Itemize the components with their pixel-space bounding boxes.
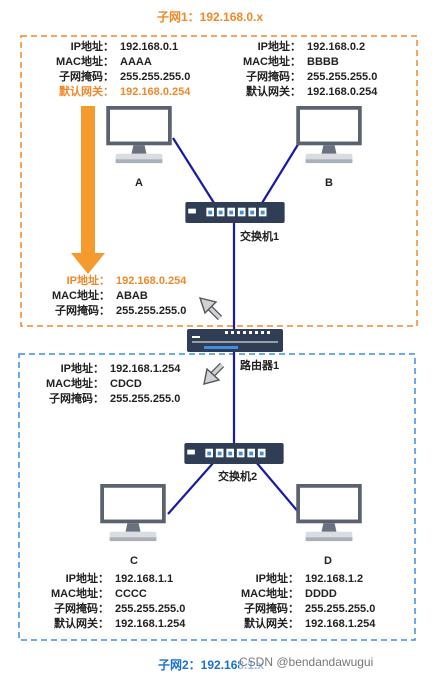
host-c-ip-label: IP地址： <box>65 573 109 585</box>
host-c-gw: 192.168.1.254 <box>115 618 186 630</box>
router-if1-ip: 192.168.0.254 <box>116 275 187 287</box>
host-c-mask-label: 子网掩码： <box>54 603 109 615</box>
gateway-arrow <box>71 106 105 274</box>
host-d-mask-label: 子网掩码： <box>244 603 299 615</box>
router-if2-arrow <box>203 362 225 385</box>
host-b-mask-label: 子网掩码： <box>246 71 301 83</box>
host-d-mac: DDDD <box>305 588 337 600</box>
host-b-info: IP地址： 192.168.0.2 MAC地址： BBBB 子网掩码： 255.255… <box>235 41 377 99</box>
host-d-name: D <box>324 555 332 567</box>
host-c-name: C <box>130 555 138 567</box>
router-if2-info: IP地址： 192.168.1.254 MAC地址： CDCD 子网掩码： 255.2… <box>38 363 180 406</box>
host-d-mac-label: MAC地址： <box>240 588 299 600</box>
host-d-mask: 255.255.255.0 <box>305 603 376 615</box>
host-b-mac-label: MAC地址： <box>242 56 301 68</box>
subnet1-title: 子网1：192.168.0.x <box>157 10 264 24</box>
router-if1-mask: 255.255.255.0 <box>116 305 187 317</box>
link-a-switch1 <box>172 137 215 204</box>
pc-b-icon <box>296 106 362 164</box>
router-if2-mac-label: MAC地址： <box>45 378 104 390</box>
router-if2-ip-label: IP地址： <box>60 363 104 375</box>
router-if1-mac-label: MAC地址： <box>51 290 110 302</box>
host-d-gw-label: 默认网关： <box>244 618 299 630</box>
host-a-name: A <box>135 177 143 189</box>
subnet2-boundary <box>18 353 416 641</box>
host-b-mac: BBBB <box>307 56 339 68</box>
router-if2-mac: CDCD <box>110 378 142 390</box>
watermark: CSDN @bendandawugui <box>239 655 374 669</box>
host-c-mac: CCCC <box>115 588 147 600</box>
host-b-gw-label: 默认网关： <box>246 86 301 98</box>
host-a-mac-label: MAC地址： <box>55 56 114 68</box>
host-a-mask-label: 子网掩码： <box>59 71 114 83</box>
host-a-info: IP地址： 192.168.0.1 MAC地址： AAAA 子网掩码： 255.255… <box>46 41 190 99</box>
router-if1-info: IP地址： 192.168.0.254 MAC地址： ABAB 子网掩码： 255.2… <box>44 275 186 318</box>
switch2-name: 交换机2 <box>218 471 258 483</box>
router-if1-mac: ABAB <box>116 290 148 302</box>
host-c-gw-label: 默认网关： <box>54 618 109 630</box>
host-c-ip: 192.168.1.1 <box>115 573 174 585</box>
subnet1-boundary <box>20 35 418 327</box>
pc-a-icon <box>106 106 172 164</box>
host-b-mask: 255.255.255.0 <box>307 71 378 83</box>
host-d-info: IP地址： 192.168.1.2 MAC地址： DDDD 子网掩码： 255.255… <box>233 573 375 631</box>
link-b-switch1 <box>261 137 303 204</box>
host-d-gw: 192.168.1.254 <box>305 618 376 630</box>
router-if2-mask: 255.255.255.0 <box>110 393 181 405</box>
host-b-gw: 192.168.0.254 <box>307 86 378 98</box>
host-a-ip-label: IP地址： <box>70 41 114 53</box>
switch1-icon <box>185 202 285 223</box>
link-c-switch2 <box>167 461 215 515</box>
host-b-ip-label: IP地址： <box>257 41 301 53</box>
host-c-mask: 255.255.255.0 <box>115 603 186 615</box>
host-d-ip-label: IP地址： <box>255 573 299 585</box>
host-b-name: B <box>325 177 333 189</box>
host-a-ip: 192.168.0.1 <box>120 41 179 53</box>
router-name: 路由器1 <box>240 360 280 372</box>
router-if2-mask-label: 子网掩码： <box>49 393 104 405</box>
host-b-ip: 192.168.0.2 <box>307 41 366 53</box>
pc-d-icon <box>296 484 362 542</box>
router-icon <box>187 329 283 352</box>
link-d-switch2 <box>255 461 301 515</box>
host-a-gw: 192.168.0.254 <box>120 86 191 98</box>
host-a-gw-label: 默认网关： <box>59 86 114 98</box>
router-if1-arrow <box>198 297 223 321</box>
host-a-mask: 255.255.255.0 <box>120 71 191 83</box>
switch2-icon <box>184 443 284 464</box>
host-d-ip: 192.168.1.2 <box>305 573 364 585</box>
subnet2-title: 子网2：192.168.1.x <box>158 658 265 672</box>
host-a-mac: AAAA <box>120 56 152 68</box>
switch1-name: 交换机1 <box>240 231 280 243</box>
host-c-mac-label: MAC地址： <box>50 588 109 600</box>
pc-c-icon <box>100 484 166 542</box>
router-if2-ip: 192.168.1.254 <box>110 363 181 375</box>
router-if1-ip-label: IP地址： <box>66 275 110 287</box>
host-c-info: IP地址： 192.168.1.1 MAC地址： CCCC 子网掩码： 255.255… <box>43 573 185 631</box>
router-if1-mask-label: 子网掩码： <box>55 305 110 317</box>
